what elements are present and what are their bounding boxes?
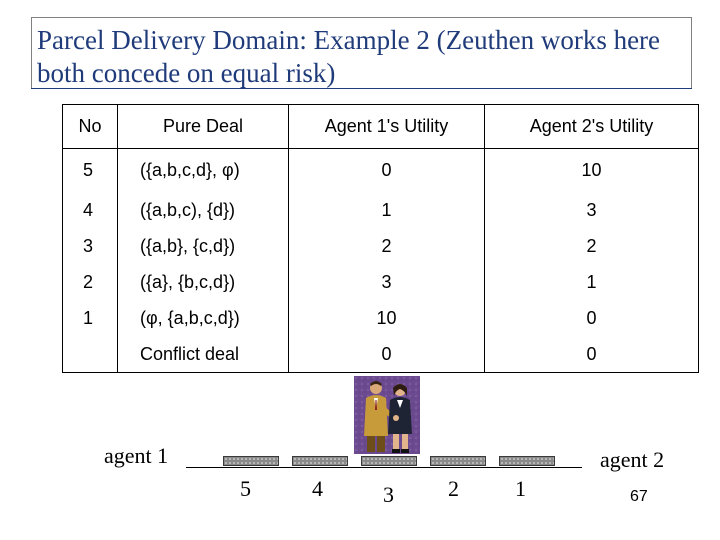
row-agent1-utility: 0 xyxy=(288,148,485,192)
deal-slot xyxy=(361,456,417,466)
row-no: 1 xyxy=(62,300,118,336)
deal-slot xyxy=(499,456,555,466)
row-agent2-utility: 1 xyxy=(484,264,699,300)
row-deal: ({a,b}, {c,d}) xyxy=(117,228,289,264)
header-agent1-utility: Agent 1's Utility xyxy=(288,104,485,149)
header-pure-deal: Pure Deal xyxy=(117,104,289,149)
position-label: 1 xyxy=(515,476,526,501)
agent-2-label: agent 2 xyxy=(600,447,665,472)
table-row: 4 ({a,b,c), {d}) 1 3 xyxy=(62,192,699,228)
header-no: No xyxy=(62,104,118,149)
row-agent2-utility: 3 xyxy=(484,192,699,228)
deal-slot xyxy=(292,456,348,466)
row-no: 5 xyxy=(62,148,118,192)
row-no: 3 xyxy=(62,228,118,264)
agent-1-label: agent 1 xyxy=(104,443,169,468)
row-agent2-utility: 10 xyxy=(484,148,699,192)
row-no: 2 xyxy=(62,264,118,300)
slide-title-box: Parcel Delivery Domain: Example 2 (Zeuth… xyxy=(31,17,692,89)
page-number: 67 xyxy=(630,488,648,505)
table-row: Conflict deal 0 0 xyxy=(62,336,699,373)
row-agent1-utility: 3 xyxy=(288,264,485,300)
header-agent2-utility: Agent 2's Utility xyxy=(484,104,699,149)
scale-baseline xyxy=(186,467,582,468)
title-accent-line xyxy=(31,88,692,89)
slide-title-line-1: Parcel Delivery Domain: Example 2 (Zeuth… xyxy=(37,25,661,55)
position-label: 3 xyxy=(383,482,394,507)
table-row: 3 ({a,b}, {c,d}) 2 2 xyxy=(62,228,699,264)
table-row: 5 ({a,b,c,d}, φ) 0 10 xyxy=(62,148,699,192)
row-agent1-utility: 0 xyxy=(288,336,485,373)
position-label: 5 xyxy=(240,476,251,501)
row-agent1-utility: 10 xyxy=(288,300,485,336)
table-row: 1 (φ, {a,b,c,d}) 10 0 xyxy=(62,300,699,336)
position-label: 2 xyxy=(448,476,459,501)
row-agent2-utility: 2 xyxy=(484,228,699,264)
deal-slot xyxy=(223,456,279,466)
row-deal: Conflict deal xyxy=(117,336,289,373)
handshake-clipart-icon xyxy=(354,376,420,454)
row-agent1-utility: 1 xyxy=(288,192,485,228)
deals-table: No Pure Deal Agent 1's Utility Agent 2's… xyxy=(62,104,699,373)
row-deal: ({a,b,c,d}, φ) xyxy=(117,148,289,192)
position-label: 4 xyxy=(312,476,323,501)
deal-slot xyxy=(430,456,486,466)
row-agent2-utility: 0 xyxy=(484,300,699,336)
row-deal: ({a,b,c), {d}) xyxy=(117,192,289,228)
row-agent2-utility: 0 xyxy=(484,336,699,373)
slide-title-line-2: both concede on equal risk) xyxy=(37,58,336,88)
row-deal: ({a}, {b,c,d}) xyxy=(117,264,289,300)
table-header-row: No Pure Deal Agent 1's Utility Agent 2's… xyxy=(62,104,699,149)
row-deal: (φ, {a,b,c,d}) xyxy=(117,300,289,336)
table-row: 2 ({a}, {b,c,d}) 3 1 xyxy=(62,264,699,300)
row-agent1-utility: 2 xyxy=(288,228,485,264)
